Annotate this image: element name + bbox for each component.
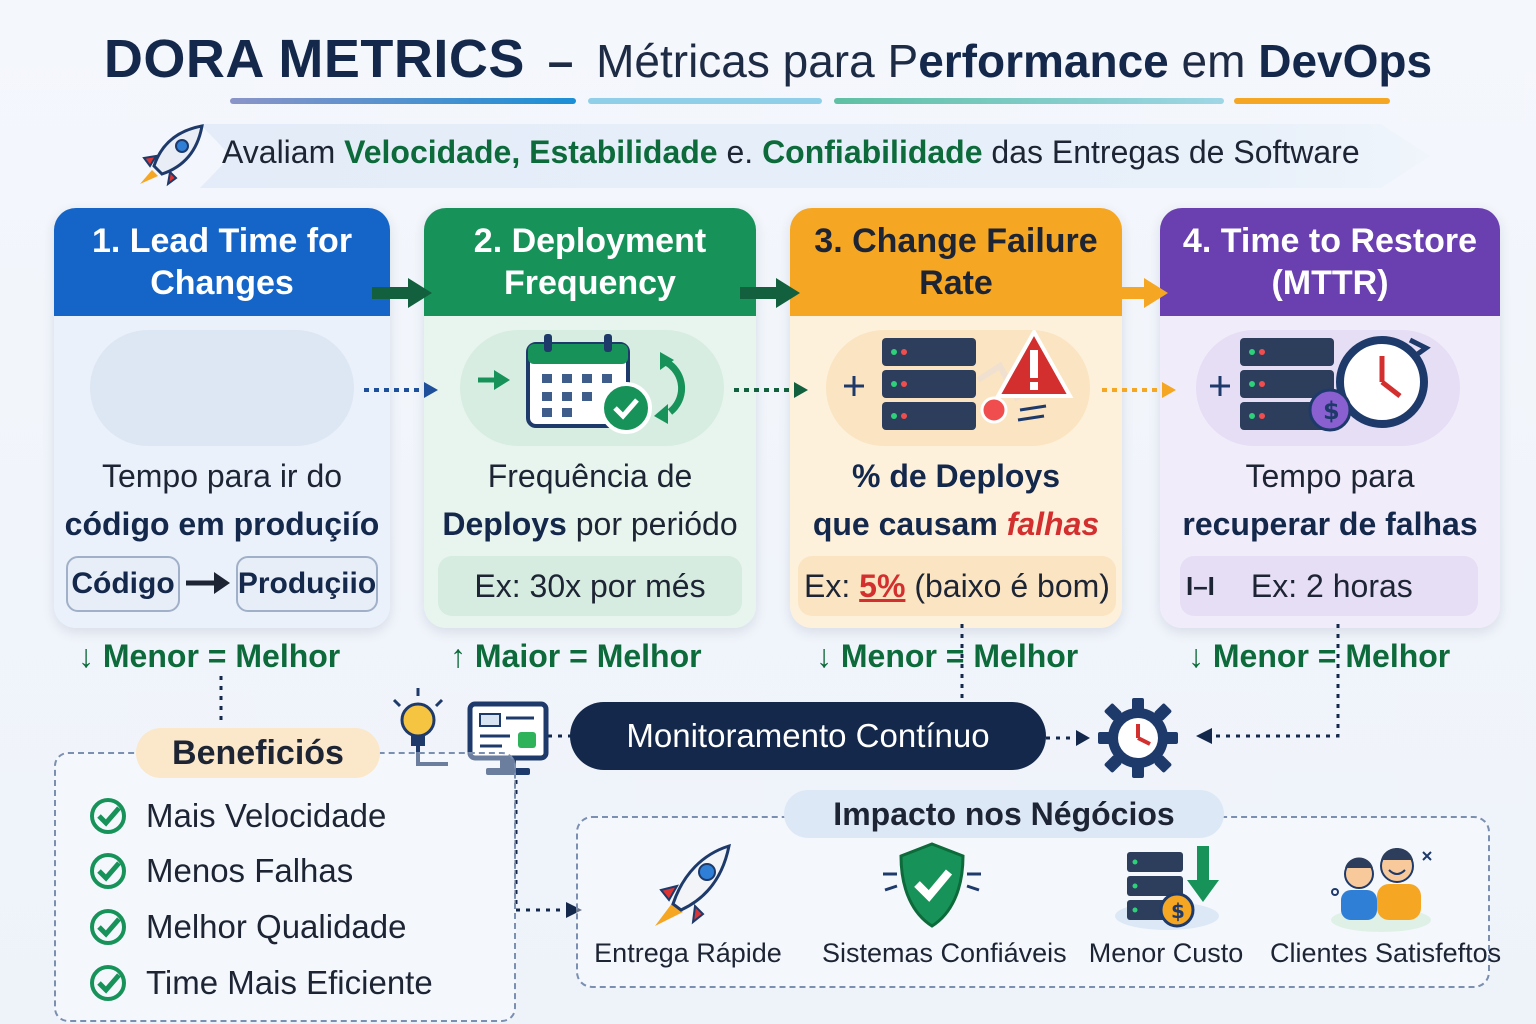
benefit-item: Time Mais Eficiente (88, 961, 433, 1005)
impact-item-lower-cost: $ Menor Custo (1056, 840, 1276, 969)
impact-title: Impacto nos Négócios (784, 790, 1224, 838)
benefit-label: Menos Falhas (146, 852, 354, 889)
title-underline-2 (588, 98, 822, 104)
arrow-right-icon (186, 572, 230, 594)
failure-example: Ex: 5% (baixo é bom) (798, 556, 1116, 616)
metric-header-change-failure: 3. Change Failure Rate (790, 208, 1122, 316)
flow-code-chip: Código (66, 556, 180, 612)
title-bold1: erformance (918, 35, 1169, 87)
lead-time-desc-line2: código em produçiío (64, 506, 380, 542)
deploy-desc-rest: por periódo (566, 506, 738, 542)
subtitle: Avaliam Velocidade, Estabilidade e. Conf… (222, 134, 1360, 171)
deploy-example: Ex: 30x por més (438, 556, 742, 616)
rocket-icon (140, 124, 204, 187)
failure-example-prefix: Ex: (804, 567, 860, 604)
title-underline-3 (834, 98, 1224, 104)
header-arrow-1-icon (372, 278, 432, 308)
failure-desc-red: falhas (1006, 506, 1100, 542)
benefit-item: Melhor Qualidade (88, 905, 407, 949)
check-circle-icon (90, 965, 126, 1001)
metric-desc-mttr: Tempo para recuperar de falhas (1160, 452, 1500, 548)
direction-change-failure: ↓ Menor = Melhor (816, 638, 1079, 674)
impact-item-happy-clients: Clientes Satisfeftos (1270, 840, 1502, 969)
subtitle-velocidade: Velocidade, (344, 134, 521, 170)
shield-check-icon (883, 842, 981, 928)
header-arrow-2-icon (740, 278, 800, 308)
failure-example-value: 5% (859, 567, 906, 604)
deploy-desc-bold: Deploys (442, 506, 567, 542)
metric-header-deployment: 2. Deployment Frequency (424, 208, 756, 316)
mttr-desc-line2: recuperar de falhas (1182, 506, 1478, 542)
svg-text:$: $ (1323, 397, 1340, 425)
subtitle-prefix: Avaliam (222, 134, 345, 170)
monitoring-pill: Monitoramento Contínuo (570, 702, 1046, 770)
check-circle-icon (90, 909, 126, 945)
impact-item-reliable-systems: Sistemas Confiáveis (822, 840, 1067, 969)
impact-item-fast-delivery: Entrega Rápide (578, 840, 798, 969)
gear-clock-icon (1098, 698, 1178, 778)
server-alert-icon (844, 330, 1074, 430)
impact-label: Clientes Satisfeftos (1270, 938, 1502, 968)
title-part2: em (1168, 35, 1259, 87)
check-circle-icon (90, 853, 126, 889)
mttr-example: I–I Ex: 2 horas (1180, 556, 1478, 616)
deploy-desc-line2: Deploys por periódo (424, 500, 756, 548)
dotted-arrow-3-icon (1102, 382, 1176, 398)
page-title: DORA METRICS – Métricas para Performance… (0, 28, 1536, 90)
benefits-title: Beneficiós (136, 728, 380, 778)
rocket-icon (655, 843, 731, 926)
metric-desc-deployment: Frequência de Deploys por periódo (424, 452, 756, 548)
calendar-icon (478, 334, 686, 434)
title-underline-1 (230, 98, 576, 104)
impact-label: Menor Custo (1088, 938, 1244, 968)
deploy-desc-line1: Frequência de (487, 458, 693, 494)
subtitle-conj: e. (717, 134, 763, 170)
benefit-label: Melhor Qualidade (146, 908, 407, 945)
server-clock-icon: $ (1210, 336, 1431, 432)
happy-people-icon (1331, 848, 1432, 932)
timer-range-icon: I–I (1186, 570, 1215, 601)
failure-example-suffix: (baixo é bom) (905, 567, 1110, 604)
dashboard-monitor-icon (467, 701, 549, 775)
benefit-label: Mais Velocidade (146, 797, 387, 834)
svg-text:$: $ (1171, 899, 1185, 923)
mttr-example-text: Ex: 2 horas (1250, 567, 1413, 604)
subtitle-suffix: das Entregas de Software (982, 134, 1360, 170)
failure-desc-line2: que causam falhas (790, 500, 1122, 548)
failure-desc-bold: que causam (812, 506, 1007, 542)
metric-header-mttr: 4. Time to Restore (MTTR) (1160, 208, 1500, 316)
direction-lead-time: ↓ Menor = Melhor (78, 638, 341, 674)
flow-production-chip: Produçiio (236, 556, 378, 612)
subtitle-banner (200, 124, 1430, 188)
benefits-box (54, 752, 516, 1022)
direction-mttr: ↓ Menor = Melhor (1188, 638, 1451, 674)
metric-header-lead-time: 1. Lead Time for Changes (54, 208, 390, 316)
server-cost-down-icon: $ (1115, 846, 1219, 930)
metric-desc-lead-time: Tempo para ir do código em produçiío (54, 452, 390, 548)
impact-label: Sistemas Confiáveis (822, 938, 1067, 968)
lead-time-desc-line1: Tempo para ir do (101, 458, 343, 494)
title-bold2: DevOps (1258, 35, 1433, 87)
title-part1: Métricas para P (596, 35, 919, 87)
direction-deployment: ↑ Maior = Melhor (450, 638, 702, 674)
dotted-arrow-2-icon (734, 382, 808, 398)
mttr-desc-line1: Tempo para (1245, 458, 1415, 494)
title-main: DORA METRICS (103, 29, 525, 89)
check-circle-icon (90, 798, 126, 834)
header-arrow-3-icon (1108, 278, 1168, 308)
dotted-arrow-1-icon (364, 382, 438, 398)
subtitle-confiabilidade: Confiabilidade (762, 134, 983, 170)
benefit-label: Time Mais Eficiente (146, 964, 433, 1001)
benefit-item: Menos Falhas (88, 849, 353, 893)
impact-label: Entrega Rápide (594, 938, 782, 968)
title-dash: – (547, 35, 574, 87)
metric-desc-change-failure: % de Deploys que causam falhas (790, 452, 1122, 548)
title-underline-4 (1234, 98, 1390, 104)
failure-desc-line1: % de Deploys (851, 458, 1061, 494)
benefit-item: Mais Velocidade (88, 794, 386, 838)
subtitle-estabilidade: Estabilidade (520, 134, 718, 170)
